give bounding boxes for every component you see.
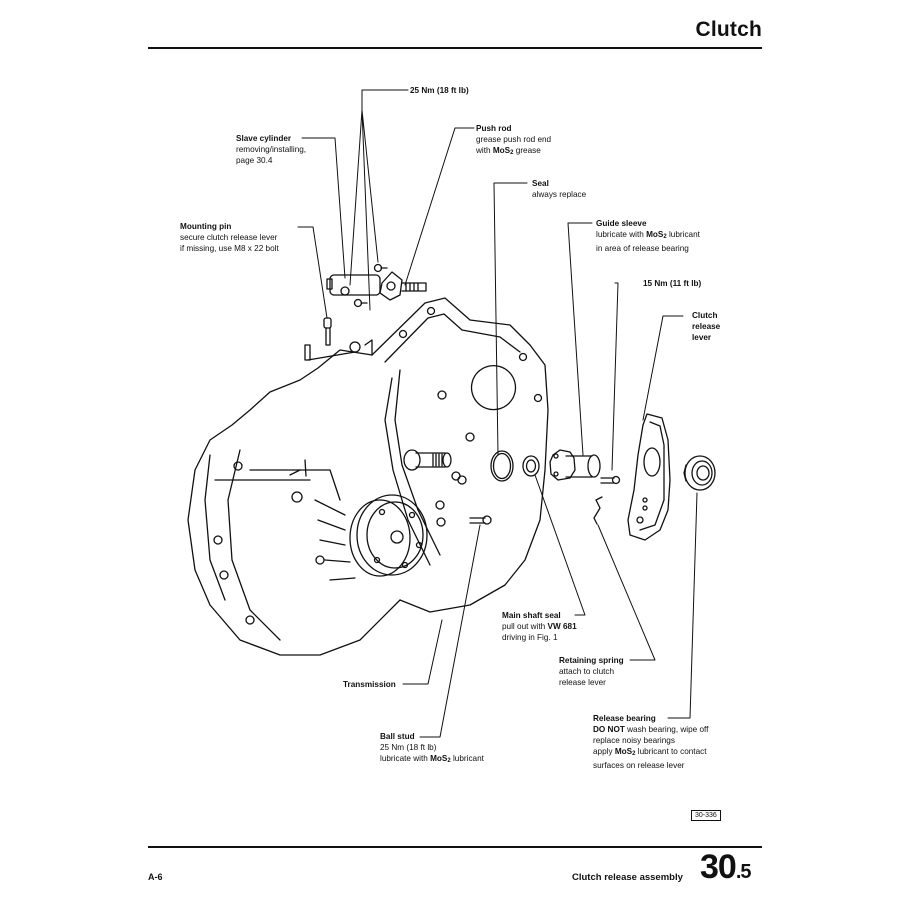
callout-slave-cylinder: Slave cylinder removing/installing, page… [236,133,306,166]
callout-line: 25 Nm (18 ft lb) [380,743,437,752]
callout-line: always replace [532,190,587,199]
callout-line: replace noisy bearings [593,736,675,745]
leader-clutch-lever [642,315,684,421]
callout-line: apply MoS2 lubricant to contact [593,747,707,757]
callout-title: Mounting pin [180,222,232,231]
callout-line: with MoS2 grease [476,146,541,156]
callout-title: Slave cylinder [236,134,292,143]
leader-retaining-spring [597,524,656,661]
callout-title: Seal [532,179,549,188]
callout-line: grease push rod end [476,135,552,144]
leader-torque-slave [349,89,409,311]
section-number-major: 30 [700,848,737,886]
guide-bolt-drawing [600,475,621,485]
callout-title: Guide sleeve [596,219,647,228]
main-shaft-seal-drawing [522,455,540,477]
slave-cylinder-drawing [326,263,427,308]
release-bearing-drawing [683,455,716,491]
callout-clutch-release-lever: Clutch release lever [692,310,720,343]
leader-release-bearing [667,492,698,719]
leader-lines [297,89,698,738]
clutch-release-lever-drawing [627,413,671,541]
section-title: Clutch release assembly [572,872,683,883]
callout-line: lubricate with MoS2 lubricant [380,754,484,764]
guide-sleeve-drawing [549,449,601,481]
callout-line: driving in Fig. 1 [502,633,558,642]
callout-title: Transmission [343,680,396,689]
callout-line: surfaces on release lever [593,761,685,770]
callout-title: 15 Nm (11 ft lb) [643,279,702,288]
seal-drawing [490,450,514,482]
retaining-spring-drawing [593,496,603,525]
callout-transmission: Transmission [343,679,396,690]
callout-title: release [692,322,721,331]
callout-title: Main shaft seal [502,611,561,620]
callout-title: Retaining spring [559,656,624,665]
callout-line: DO NOT wash bearing, wipe off [593,725,709,734]
footer-rule [148,846,762,848]
callout-guide-sleeve: Guide sleeve lubricate with MoS2 lubrica… [596,218,700,254]
leader-transmission [402,619,443,685]
callout-title: Push rod [476,124,512,133]
callout-line: secure clutch release lever [180,233,278,242]
callout-line: removing/installing, [236,145,307,154]
transmission-drawing [187,297,549,656]
leader-seal [493,182,528,456]
callout-ball-stud: Ball stud 25 Nm (18 ft lb) lubricate wit… [380,731,484,767]
callout-release-bearing: Release bearing DO NOT wash bearing, wip… [593,713,708,771]
callout-line: lubricate with MoS2 lubricant [596,230,700,240]
callout-line: attach to clutch [559,667,615,676]
leader-push-rod [404,127,475,286]
header-rule [148,47,762,49]
mounting-pin-drawing [323,317,332,346]
section-number: 30.5 [700,848,751,887]
callout-torque-slave-bolts: 25 Nm (18 ft lb) [410,85,469,96]
callout-line: page 30.4 [236,156,273,165]
leader-main-shaft-seal [534,474,586,616]
callout-line: if missing, use M8 x 22 bolt [180,244,279,253]
callout-line: release lever [559,678,606,687]
callout-title: lever [692,333,712,342]
page-reference: A-6 [148,872,163,882]
callout-title: Release bearing [593,714,656,723]
callout-push-rod: Push rod grease push rod end with MoS2 g… [476,123,551,159]
callout-mounting-pin: Mounting pin secure clutch release lever… [180,221,279,254]
leader-torque-guide [611,282,619,471]
callout-title: Ball stud [380,732,415,741]
callout-main-shaft-seal: Main shaft seal pull out with VW 681 dri… [502,610,577,643]
leader-guide-sleeve [567,222,593,456]
callout-retaining-spring: Retaining spring attach to clutch releas… [559,655,624,688]
callout-line: in area of release bearing [596,244,689,253]
leader-ball-stud [419,524,481,738]
leader-slave-cylinder [301,137,346,279]
callout-line: pull out with VW 681 [502,622,577,631]
callout-torque-guide-bolt: 15 Nm (11 ft lb) [643,278,701,289]
figure-number: 30-336 [691,810,721,821]
callout-seal: Seal always replace [532,178,586,200]
section-number-minor: .5 [735,861,752,883]
callout-title: Clutch [692,311,718,320]
page-title: Clutch [695,18,762,41]
leader-mounting-pin [297,226,328,319]
callout-title: 25 Nm (18 ft lb) [410,86,469,95]
